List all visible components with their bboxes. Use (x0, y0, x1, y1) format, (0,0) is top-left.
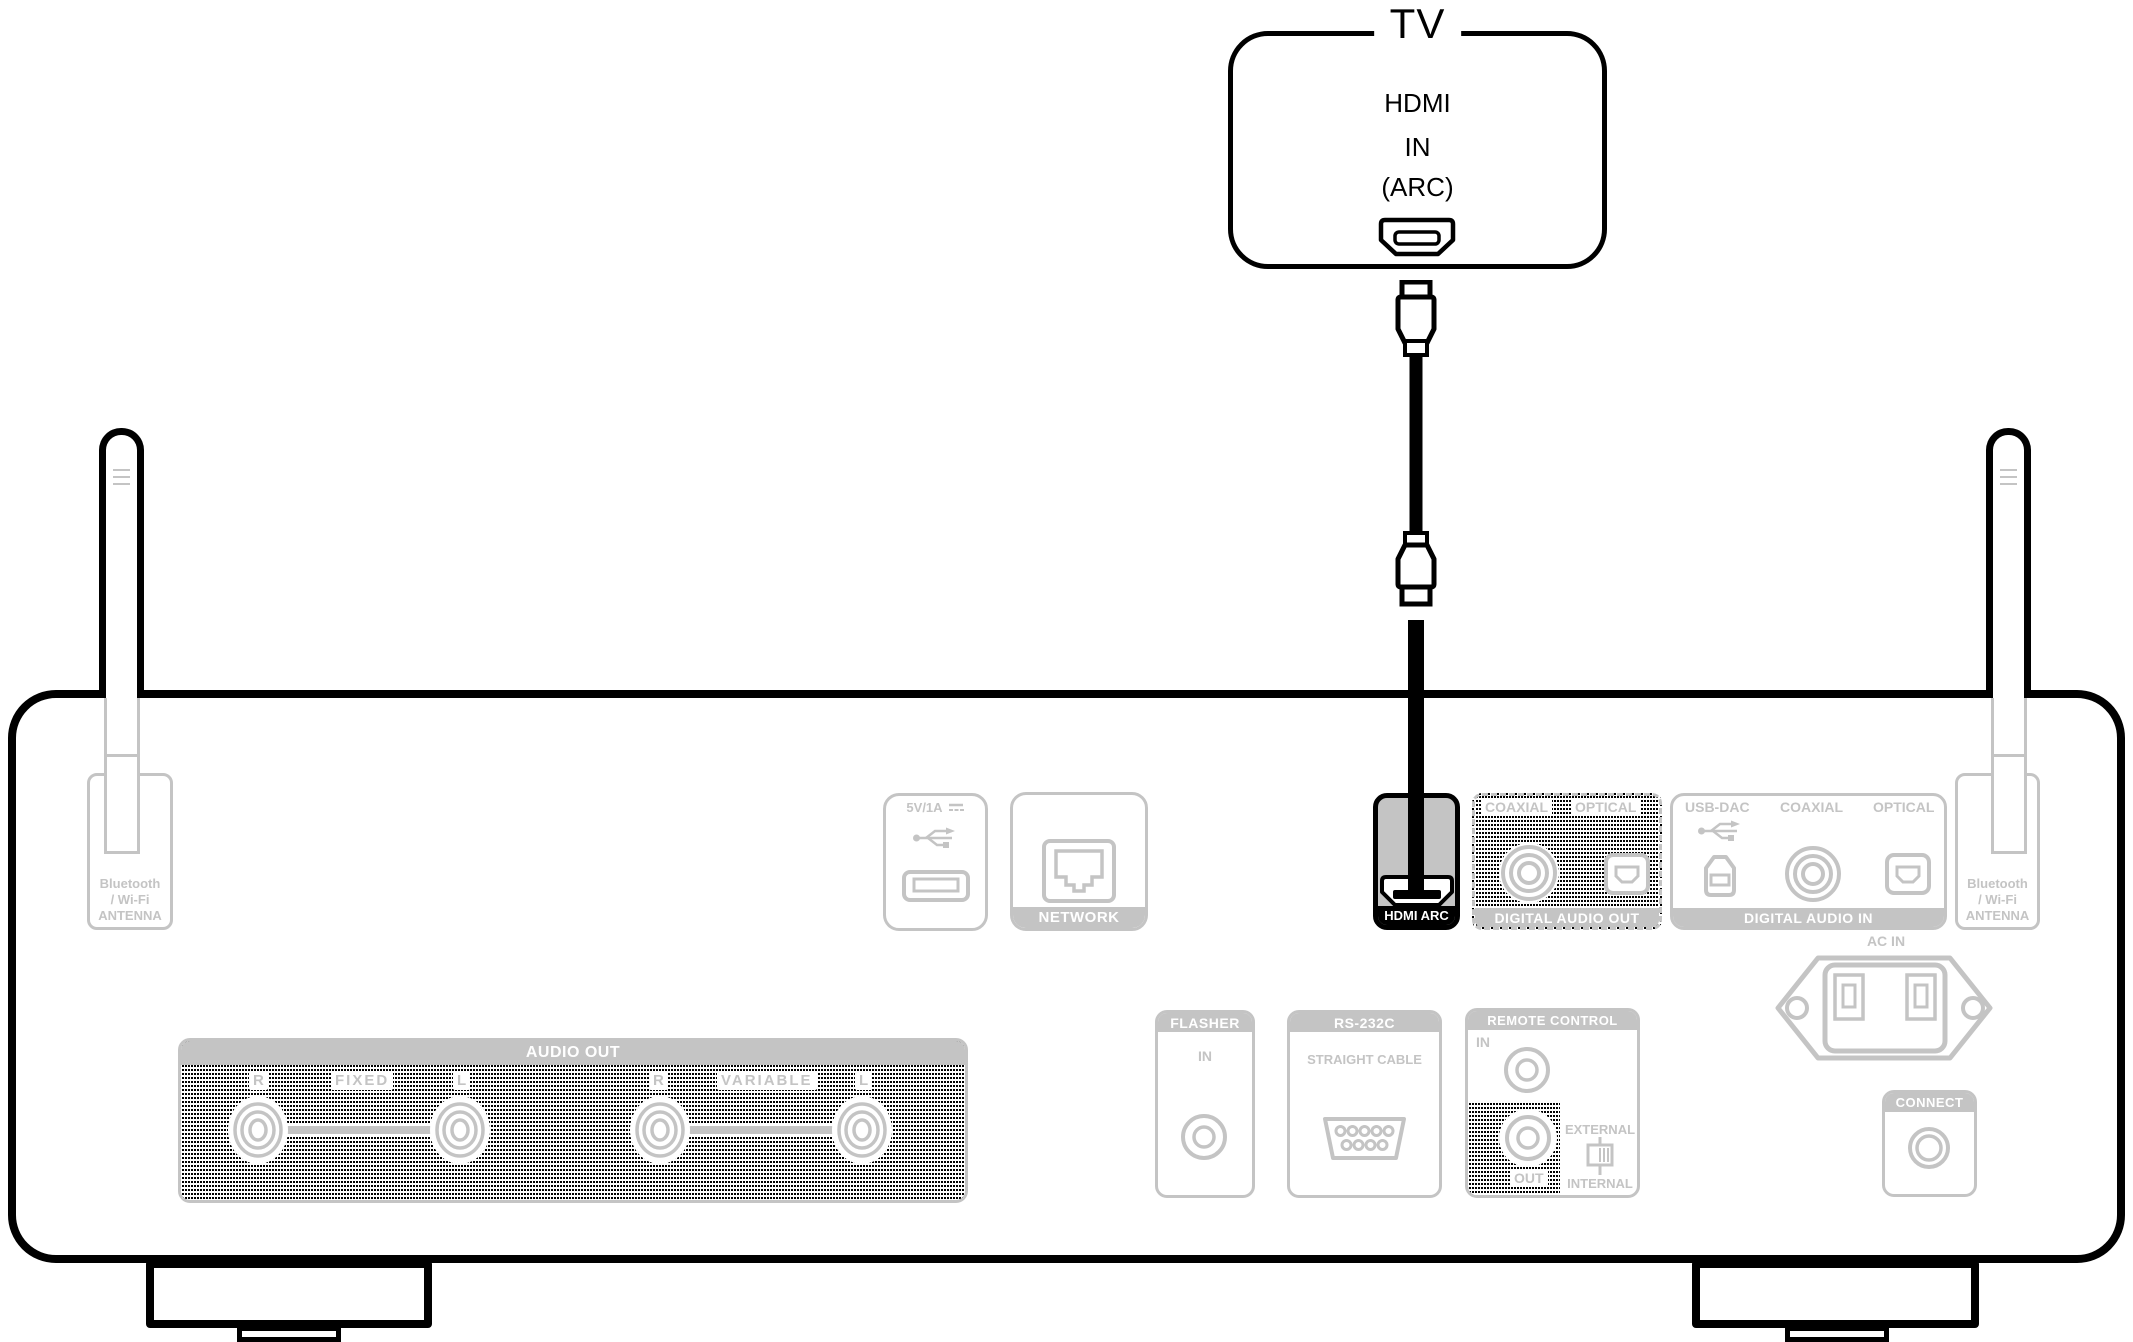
ethernet-port-icon (1042, 839, 1116, 903)
network-band: NETWORK (1013, 907, 1145, 928)
antenna-right-base (1991, 690, 2027, 854)
connect-block: CONNECT (1882, 1090, 1977, 1197)
dai-coaxial-jack-icon (1783, 844, 1843, 904)
tv-box: TV HDMI IN (ARC) (1228, 2, 1607, 269)
tv-port-label-arc: (ARC) (1381, 172, 1454, 202)
flasher-band: FLASHER (1158, 1013, 1252, 1032)
digital-audio-in-block: USB-DAC COAXIAL OPTICAL DIGITAL AUDIO IN (1670, 793, 1947, 930)
digital-audio-out-block: COAXIAL OPTICAL DIGITAL AUDIO OUT (1472, 793, 1662, 930)
remote-internal-label: INTERNAL (1567, 1176, 1633, 1191)
dai-band: DIGITAL AUDIO IN (1673, 908, 1944, 927)
antenna-left-base (104, 690, 140, 854)
device-foot-pad-right (1785, 1326, 1889, 1342)
audio-out-variable-r-jack-icon (630, 1096, 690, 1164)
audio-out-block: AUDIO OUT R FIXED L R VARIABLE L (178, 1038, 968, 1203)
audio-out-variable-l-jack-icon (832, 1096, 892, 1164)
ac-inlet-icon (1775, 955, 1993, 1061)
variable-channel-link-line (660, 1123, 862, 1137)
connect-button-icon (1908, 1127, 1950, 1169)
audio-out-fixed-r-jack-icon (228, 1096, 288, 1164)
hdmi-port-icon (1378, 217, 1456, 257)
ac-in-label: AC IN (1866, 933, 1906, 949)
tv-title: TV (1373, 2, 1462, 46)
remote-external-label: EXTERNAL (1564, 1122, 1636, 1137)
antenna-right-label-line2: / Wi-Fi (1978, 892, 2017, 907)
dao-optical-port-icon (1604, 853, 1650, 895)
dao-band: DIGITAL AUDIO OUT (1475, 908, 1659, 927)
audio-out-fixed-label: FIXED (331, 1071, 394, 1090)
rs232c-band: RS-232C (1290, 1013, 1439, 1032)
dai-optical-port-icon (1885, 853, 1931, 895)
usb-power-block: 5V/1A (883, 793, 988, 931)
remote-out-jack-icon (1499, 1109, 1557, 1167)
hdmi-plug-top-body (1395, 294, 1437, 346)
flasher-in-label: IN (1198, 1048, 1212, 1064)
hdmi-cable-upper-run (1409, 353, 1423, 533)
device-foot-pad-left (237, 1326, 341, 1342)
usb-power-label: 5V/1A (906, 800, 943, 815)
hdmi-cable (1395, 280, 1437, 896)
dai-usb-trident-icon (1698, 820, 1740, 841)
audio-out-l1-label: L (453, 1071, 471, 1090)
antenna-left-label-line3: ANTENNA (98, 908, 162, 923)
antenna-left-label-line1: Bluetooth (99, 876, 161, 891)
antenna-right-rod (1986, 428, 2031, 698)
remote-in-jack-icon (1504, 1047, 1550, 1093)
audio-out-l2-label: L (855, 1071, 873, 1090)
remote-control-block: REMOTE CONTROL IN OUT EXTERNAL INTERNAL (1465, 1008, 1640, 1198)
connect-band: CONNECT (1885, 1093, 1974, 1112)
audio-out-fixed-l-jack-icon (430, 1096, 490, 1164)
remote-in-label: IN (1476, 1034, 1490, 1050)
network-block: NETWORK (1010, 792, 1148, 931)
usb-a-port-icon (902, 870, 970, 902)
dai-usb-b-port-icon (1704, 855, 1736, 897)
hdmi-plug-bottom-body (1395, 542, 1437, 590)
dai-coaxial-label: COAXIAL (1780, 799, 1843, 815)
dao-coaxial-jack-icon (1499, 843, 1559, 903)
tv-port-label-in: IN (1404, 132, 1431, 162)
antenna-right-label-line3: ANTENNA (1965, 908, 2030, 923)
antenna-left-label-line2: / Wi-Fi (110, 892, 150, 907)
flasher-in-jack-icon (1181, 1114, 1227, 1160)
antenna-left-rod (99, 428, 144, 698)
usb-trident-icon (913, 827, 955, 848)
antenna-right-label-line1: Bluetooth (1967, 876, 2028, 891)
hdmi-plug-bottom-tip (1399, 584, 1433, 607)
dc-symbol-icon (948, 803, 964, 811)
rs232c-straight-cable-label: STRAIGHT CABLE (1307, 1052, 1422, 1067)
db9-connector-icon (1323, 1117, 1406, 1160)
flasher-block: FLASHER IN (1155, 1010, 1255, 1198)
hdmi-cable-lower-run (1408, 620, 1424, 896)
tv-port-label-hdmi: HDMI (1384, 88, 1451, 118)
audio-out-variable-label: VARIABLE (717, 1071, 817, 1090)
dai-usb-dac-label: USB-DAC (1685, 799, 1750, 815)
fixed-channel-link-line (258, 1123, 460, 1137)
rs232c-block: RS-232C STRAIGHT CABLE (1287, 1010, 1442, 1198)
dai-optical-label: OPTICAL (1873, 799, 1935, 815)
remote-control-band: REMOTE CONTROL (1468, 1011, 1637, 1030)
dao-coaxial-label: COAXIAL (1481, 798, 1552, 816)
ext-int-switch-icon (1586, 1137, 1614, 1175)
audio-out-r1-label: R (249, 1071, 268, 1090)
remote-out-label: OUT (1510, 1169, 1548, 1187)
dao-optical-label: OPTICAL (1571, 798, 1641, 816)
audio-out-r2-label: R (649, 1071, 668, 1090)
hdmi-arc-band: HDMI ARC (1378, 906, 1455, 925)
device-foot-right (1692, 1260, 1979, 1328)
audio-out-band: AUDIO OUT (181, 1041, 965, 1065)
device-foot-left (146, 1260, 432, 1328)
